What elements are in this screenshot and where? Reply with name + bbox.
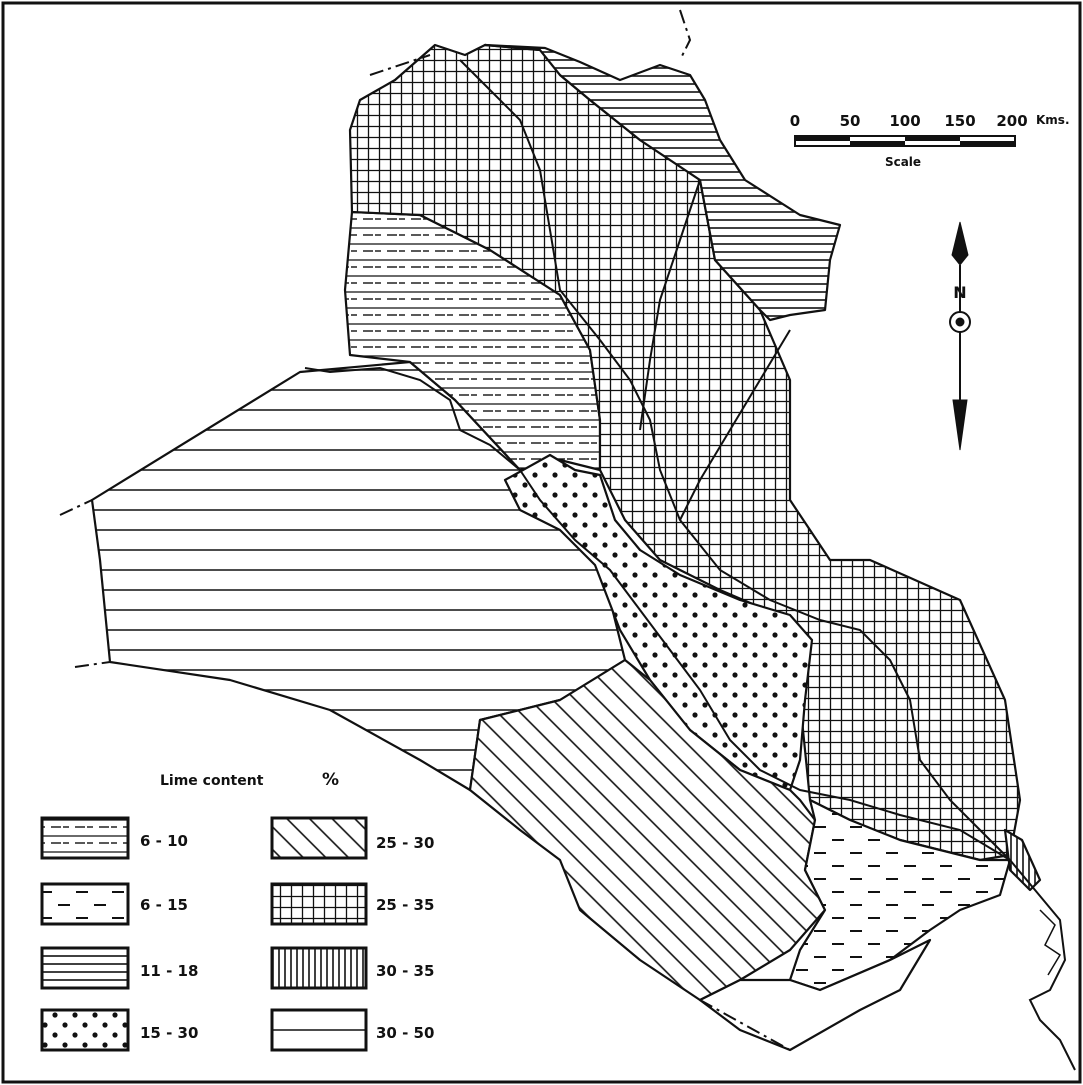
legend-swatch-1 (40, 816, 130, 860)
legend-swatch-2 (40, 882, 130, 926)
legend-label-8: 30 - 50 (376, 1024, 434, 1042)
scale-tick-50: 50 (840, 112, 861, 130)
north-arrow-icon: N (949, 221, 971, 451)
legend-label-1: 6 - 10 (140, 832, 188, 850)
legend-label-2: 6 - 15 (140, 896, 188, 914)
legend-swatch-5 (270, 816, 368, 860)
region-northeast (483, 43, 842, 322)
river-diyala (679, 329, 791, 521)
legend-label-6: 25 - 35 (376, 896, 434, 914)
legend-swatch-3 (40, 946, 130, 990)
scale-unit: Kms. (1036, 113, 1070, 127)
region-southeast (788, 798, 1012, 992)
region-alluvial (503, 453, 814, 792)
region-shatt (1003, 828, 1042, 892)
borders (59, 9, 791, 1051)
river-shatt (1009, 859, 1076, 1071)
river-mouth (1039, 909, 1062, 976)
legend-label-3: 11 - 18 (140, 962, 198, 980)
legend-title-unit: % (322, 770, 339, 790)
legend-swatch-7 (270, 946, 368, 990)
scale-tick-200: 200 (996, 112, 1027, 130)
scale-bar: 0 50 100 150 200 Kms. Scale (790, 112, 1070, 169)
map-regions (90, 43, 1042, 1052)
scale-tick-150: 150 (944, 112, 975, 130)
legend-label-5: 25 - 30 (376, 834, 434, 852)
legend-swatch-8 (270, 1008, 368, 1052)
river-zab (639, 179, 701, 431)
legend-title: Lime content (160, 773, 264, 789)
river-euphrates (304, 366, 1011, 861)
legend-swatch-4 (40, 1008, 130, 1052)
legend-swatch-6 (270, 882, 368, 926)
scale-tick-0: 0 (790, 112, 800, 130)
region-far-south (698, 938, 932, 1052)
scale-tick-100: 100 (889, 112, 920, 130)
legend: Lime content % 6 - 10 6 - 15 11 - 18 15 … (40, 770, 434, 1052)
scale-caption: Scale (885, 155, 921, 169)
legend-label-4: 15 - 30 (140, 1024, 198, 1042)
north-label: N (953, 283, 966, 302)
legend-label-7: 30 - 35 (376, 962, 434, 980)
rivers (304, 59, 1076, 1071)
